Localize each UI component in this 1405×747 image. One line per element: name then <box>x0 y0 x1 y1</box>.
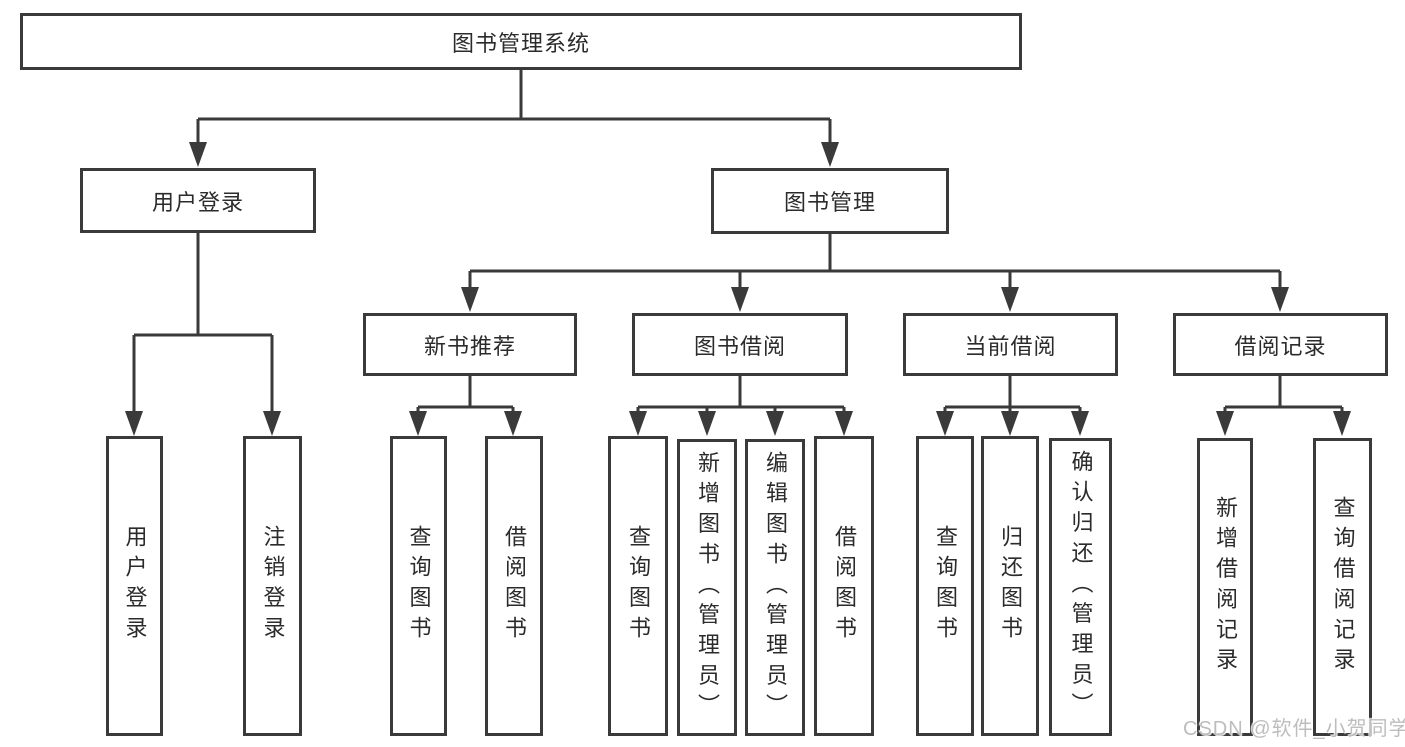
arrow-down-icon <box>125 411 143 436</box>
leaf-cb-query-books: 查询图书 <box>916 436 974 736</box>
arrow-down-icon <box>821 142 839 167</box>
node-current-borrow: 当前借阅 <box>903 313 1118 376</box>
leaf-cb-return-books: 归还图书 <box>981 436 1039 736</box>
arrow-down-icon <box>936 411 954 436</box>
arrow-down-icon <box>1001 287 1019 312</box>
leaf-bb-query-books: 查询图书 <box>608 436 668 736</box>
leaf-user-login: 用户登录 <box>106 436 163 736</box>
node-borrow-records: 借阅记录 <box>1173 313 1388 376</box>
connector-user-login <box>132 233 274 414</box>
arrow-down-icon <box>731 287 749 312</box>
arrow-down-icon <box>1333 411 1351 436</box>
arrow-down-icon <box>1071 411 1089 436</box>
node-root: 图书管理系统 <box>20 13 1022 70</box>
leaf-nb-borrow-books: 借阅图书 <box>485 436 543 736</box>
leaf-nb-query-books: 查询图书 <box>390 436 447 736</box>
arrow-down-icon <box>835 411 853 436</box>
arrow-down-icon <box>1271 287 1289 312</box>
arrow-down-icon <box>504 411 522 436</box>
arrow-down-icon <box>461 287 479 312</box>
leaf-bb-edit-books-admin: 编辑图书（管理员） <box>745 439 805 736</box>
arrow-down-icon <box>1001 411 1019 436</box>
node-book-management: 图书管理 <box>711 168 949 234</box>
connector-root <box>196 70 832 146</box>
arrow-down-icon <box>1216 411 1234 436</box>
connector-book-borrow <box>636 376 846 414</box>
csdn-watermark: CSDN @软件_小贺同学 <box>1183 718 1405 740</box>
arrow-down-icon <box>766 411 784 436</box>
leaf-logout: 注销登录 <box>243 436 302 736</box>
connector-current-borrow <box>943 376 1082 414</box>
leaf-br-add-record: 新增借阅记录 <box>1197 438 1253 736</box>
node-new-book-recommend: 新书推荐 <box>363 313 577 376</box>
arrow-down-icon <box>409 411 427 436</box>
arrow-down-icon <box>698 411 716 436</box>
node-book-borrow: 图书借阅 <box>632 313 848 376</box>
arrow-down-icon <box>629 411 647 436</box>
arrow-down-icon <box>189 142 207 167</box>
connector-new-book-recommend <box>416 376 515 414</box>
connector-borrow-records <box>1223 376 1344 414</box>
leaf-cb-confirm-return-admin: 确认归还（管理员） <box>1049 438 1112 736</box>
arrow-down-icon <box>263 411 281 436</box>
leaf-bb-add-books-admin: 新增图书（管理员） <box>677 439 737 736</box>
leaf-bb-borrow-books: 借阅图书 <box>814 436 874 736</box>
connector-book-management <box>468 234 1282 292</box>
leaf-br-query-record: 查询借阅记录 <box>1313 438 1372 736</box>
node-user-login: 用户登录 <box>80 168 316 233</box>
